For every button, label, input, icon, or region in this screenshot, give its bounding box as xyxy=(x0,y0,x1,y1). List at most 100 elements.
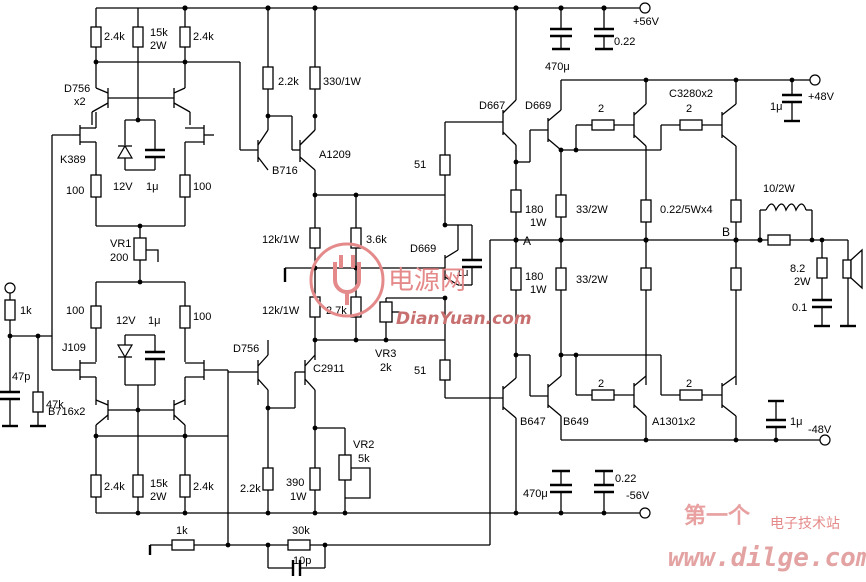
r-51-top-label: 51 xyxy=(414,159,426,171)
dianyuan-url-watermark: DianYuan.com xyxy=(396,309,532,329)
r-100-tr-label: 100 xyxy=(193,181,211,193)
vr2-value: 5k xyxy=(358,453,370,465)
q-b716x2-label: B716x2 xyxy=(48,406,85,418)
c-1u-48n-label: 1μ xyxy=(790,416,802,428)
c-47p-label: 47p xyxy=(12,371,30,383)
q-j109-label: J109 xyxy=(62,342,86,354)
r-100-br-label: 100 xyxy=(193,311,211,323)
q-c2911-label: C2911 xyxy=(313,363,345,375)
q-d756-top-x2: x2 xyxy=(74,96,86,108)
r-33-2w-top-label: 33/2W xyxy=(576,204,608,216)
r-1k-in-label: 1k xyxy=(20,305,32,317)
r-15k-top-watt: 2W xyxy=(150,40,167,52)
pos56-label: +56V xyxy=(633,16,660,28)
input-stage-top xyxy=(72,8,258,275)
r-180-bot-value: 180 xyxy=(525,271,543,283)
top-rail xyxy=(96,2,651,14)
r-36k-label: 3.6k xyxy=(366,234,387,246)
neg48-label: -48V xyxy=(808,424,832,436)
vr3-value: 2k xyxy=(380,362,392,374)
input-stage-bottom xyxy=(64,275,229,545)
q-k389-label: K389 xyxy=(60,154,86,166)
r-51-bot-label: 51 xyxy=(414,365,426,377)
r-15k-bot-watt: 2W xyxy=(150,491,167,503)
vr1-value: 200 xyxy=(110,252,128,264)
c-1u-top-label: 1μ xyxy=(146,181,158,193)
r-390-value: 390 xyxy=(286,477,304,489)
r-22k-bot-label: 2.2k xyxy=(240,483,261,495)
feedback-network xyxy=(148,239,516,576)
r-100-tl-label: 100 xyxy=(66,185,84,197)
q-a1301-label: A1301x2 xyxy=(652,416,695,428)
r-30k-label: 30k xyxy=(292,525,310,537)
r-330-1w-label: 330/1W xyxy=(323,76,362,88)
r-022-5w-label: 0.22/5Wx4 xyxy=(660,204,713,216)
r-180-top-value: 180 xyxy=(525,204,543,216)
c-470u-bot-label: 470μ xyxy=(523,488,548,500)
c-1u-mid-label: 1μ xyxy=(456,267,468,279)
q-d756-top-label: D756 xyxy=(64,83,90,95)
r-82-value: 8.2 xyxy=(790,263,805,275)
c-022-top-label: 0.22 xyxy=(614,36,635,48)
q-d669-drv-label: D669 xyxy=(410,243,436,255)
r-24k-bl-label: 2.4k xyxy=(104,481,125,493)
r-2-top-b-label: 2 xyxy=(686,103,692,115)
r-15k-bot-value: 15k xyxy=(150,478,168,490)
q-d756-bot-label: D756 xyxy=(233,343,259,355)
q-d667-label: D667 xyxy=(479,100,505,112)
r-15k-top-value: 15k xyxy=(150,27,168,39)
vas-stage xyxy=(228,8,482,513)
dilge-cn-watermark: 第一个 xyxy=(684,503,751,529)
r-100-bl-label: 100 xyxy=(66,305,84,317)
r-390-watt: 1W xyxy=(290,491,307,503)
node-a-label: A xyxy=(523,234,531,248)
r-33-2w-bot-label: 33/2W xyxy=(576,274,608,286)
r-2-bot-a-label: 2 xyxy=(598,378,604,390)
c-470u-top-label: 470μ xyxy=(545,61,570,73)
r-22k-top-label: 2.2k xyxy=(278,76,299,88)
c-10p-label: 10p xyxy=(293,555,311,567)
input-network xyxy=(0,134,72,428)
vr3-label: VR3 xyxy=(375,348,396,360)
output-network xyxy=(759,203,863,328)
r-1k-fb-label: 1k xyxy=(176,525,188,537)
neg56-label: -56V xyxy=(626,490,650,502)
vr2-label: VR2 xyxy=(353,439,374,451)
r-2-bot-b-label: 2 xyxy=(686,378,692,390)
dilge-sub-watermark: 电子技术站 xyxy=(770,516,840,532)
output-stage xyxy=(439,8,831,513)
c-01-label: 0.1 xyxy=(792,302,807,314)
r-82-watt: 2W xyxy=(794,276,811,288)
pos48-label: +48V xyxy=(808,91,835,103)
node-b-label: B xyxy=(722,225,730,239)
z-12v-top-label: 12V xyxy=(113,181,133,193)
vr1-label: VR1 xyxy=(110,238,131,250)
r-180-bot-watt: 1W xyxy=(530,284,547,296)
r-47k-label: 47k xyxy=(46,399,64,411)
r-12k-1w-b-label: 12k/1W xyxy=(262,305,300,317)
r-2-top-a-label: 2 xyxy=(598,103,604,115)
r-24k-tr-label: 2.4k xyxy=(193,31,214,43)
bottom-rail xyxy=(96,469,651,519)
c-022-bot-label: 0.22 xyxy=(615,473,636,485)
r-24k-br-label: 2.4k xyxy=(193,481,214,493)
r-12k-1w-a-label: 12k/1W xyxy=(262,234,300,246)
q-d669-out-label: D669 xyxy=(525,100,551,112)
dilge-url-watermark: www.dilge.com xyxy=(668,543,866,573)
r-180-top-watt: 1W xyxy=(530,217,547,229)
z-12v-bot-label: 12V xyxy=(116,315,136,327)
top-supply-caps xyxy=(550,8,614,51)
dianyuan-cn-watermark: 电源网 xyxy=(388,266,466,296)
q-c3280-label: C3280x2 xyxy=(669,88,713,100)
q-b716-label: B716 xyxy=(272,165,298,177)
q-b647-label: B647 xyxy=(520,416,546,428)
r-24k-tl-label: 2.4k xyxy=(104,31,125,43)
q-b649-label: B649 xyxy=(563,416,589,428)
c-1u-bot-label: 1μ xyxy=(148,315,160,327)
q-a1209-label: A1209 xyxy=(319,149,351,161)
l-10-2w-label: 10/2W xyxy=(763,183,795,195)
dianyuan-watermark xyxy=(309,242,385,318)
c-1u-48p-label: 1μ xyxy=(770,101,782,113)
